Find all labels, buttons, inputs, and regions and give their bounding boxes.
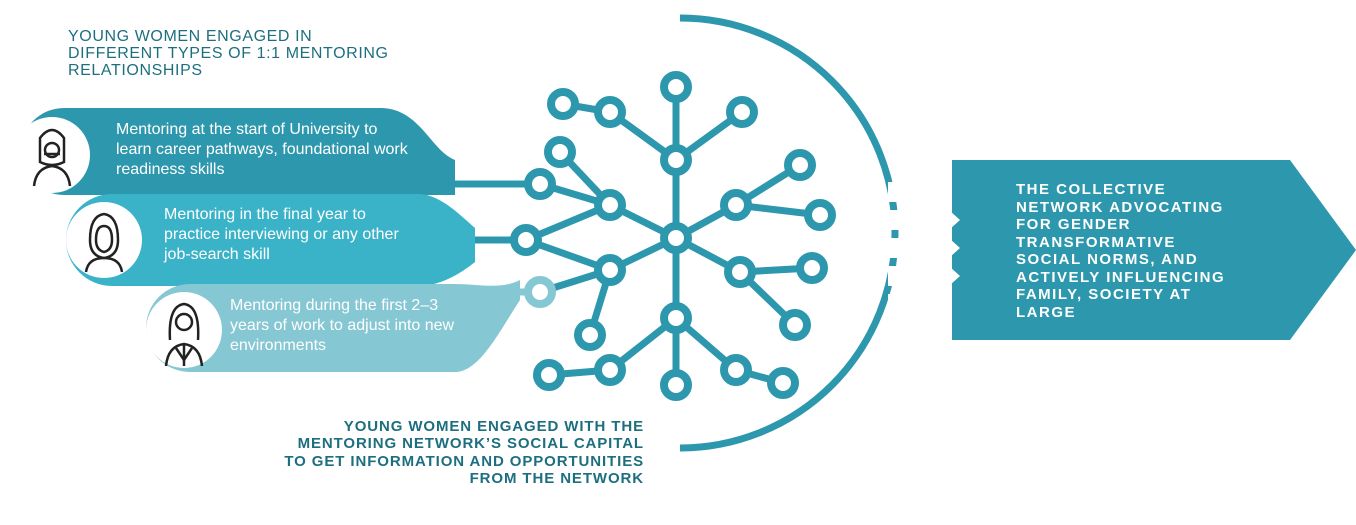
mentoring-pill-3 — [146, 280, 520, 372]
network-node — [660, 369, 692, 401]
mentoring-type-1-text: Mentoring at the start of University to … — [116, 121, 408, 178]
outcome-arrow — [952, 160, 1356, 340]
network-node — [796, 252, 828, 284]
network-node — [594, 354, 626, 386]
flow-arrow — [888, 230, 960, 266]
mentoring-pill-2 — [66, 194, 475, 286]
flow-arrow — [888, 286, 950, 322]
network-node — [594, 96, 626, 128]
network-node — [767, 367, 799, 399]
flow-arrow — [888, 202, 960, 238]
mentoring-pill-1 — [20, 107, 455, 195]
network-node — [574, 319, 606, 351]
top-heading: YOUNG WOMEN ENGAGED IN DIFFERENT TYPES O… — [68, 28, 389, 79]
network-node — [544, 136, 576, 168]
network-node — [524, 168, 556, 200]
network-node — [720, 354, 752, 386]
network-node — [594, 254, 626, 286]
network-node — [533, 359, 565, 391]
network-node — [784, 149, 816, 181]
network-node — [720, 189, 752, 221]
network-node — [779, 309, 811, 341]
network-nodes — [510, 71, 836, 401]
network-node — [726, 96, 758, 128]
flow-arrow — [888, 258, 960, 294]
mentoring-type-2-text: Mentoring in the final year to practice … — [164, 206, 399, 263]
flow-arrows — [888, 174, 960, 322]
network-node — [660, 302, 692, 334]
outcome-text: THE COLLECTIVE NETWORK ADVOCATING FOR GE… — [1016, 181, 1226, 321]
network-node — [804, 199, 836, 231]
network-node — [660, 144, 692, 176]
mentoring-type-3-text: Mentoring during the first 2–3 years of … — [230, 297, 455, 354]
network-node — [594, 189, 626, 221]
network-arc — [679, 14, 899, 452]
network-node — [510, 224, 542, 256]
network-node — [660, 222, 692, 254]
network-node — [660, 71, 692, 103]
woman-hijab-icon — [66, 202, 142, 278]
network-node — [547, 88, 579, 120]
network-node — [724, 256, 756, 288]
flow-arrow — [888, 174, 950, 210]
bottom-heading: YOUNG WOMEN ENGAGED WITH THE MENTORING N… — [284, 418, 644, 488]
network-node-light — [524, 276, 556, 308]
